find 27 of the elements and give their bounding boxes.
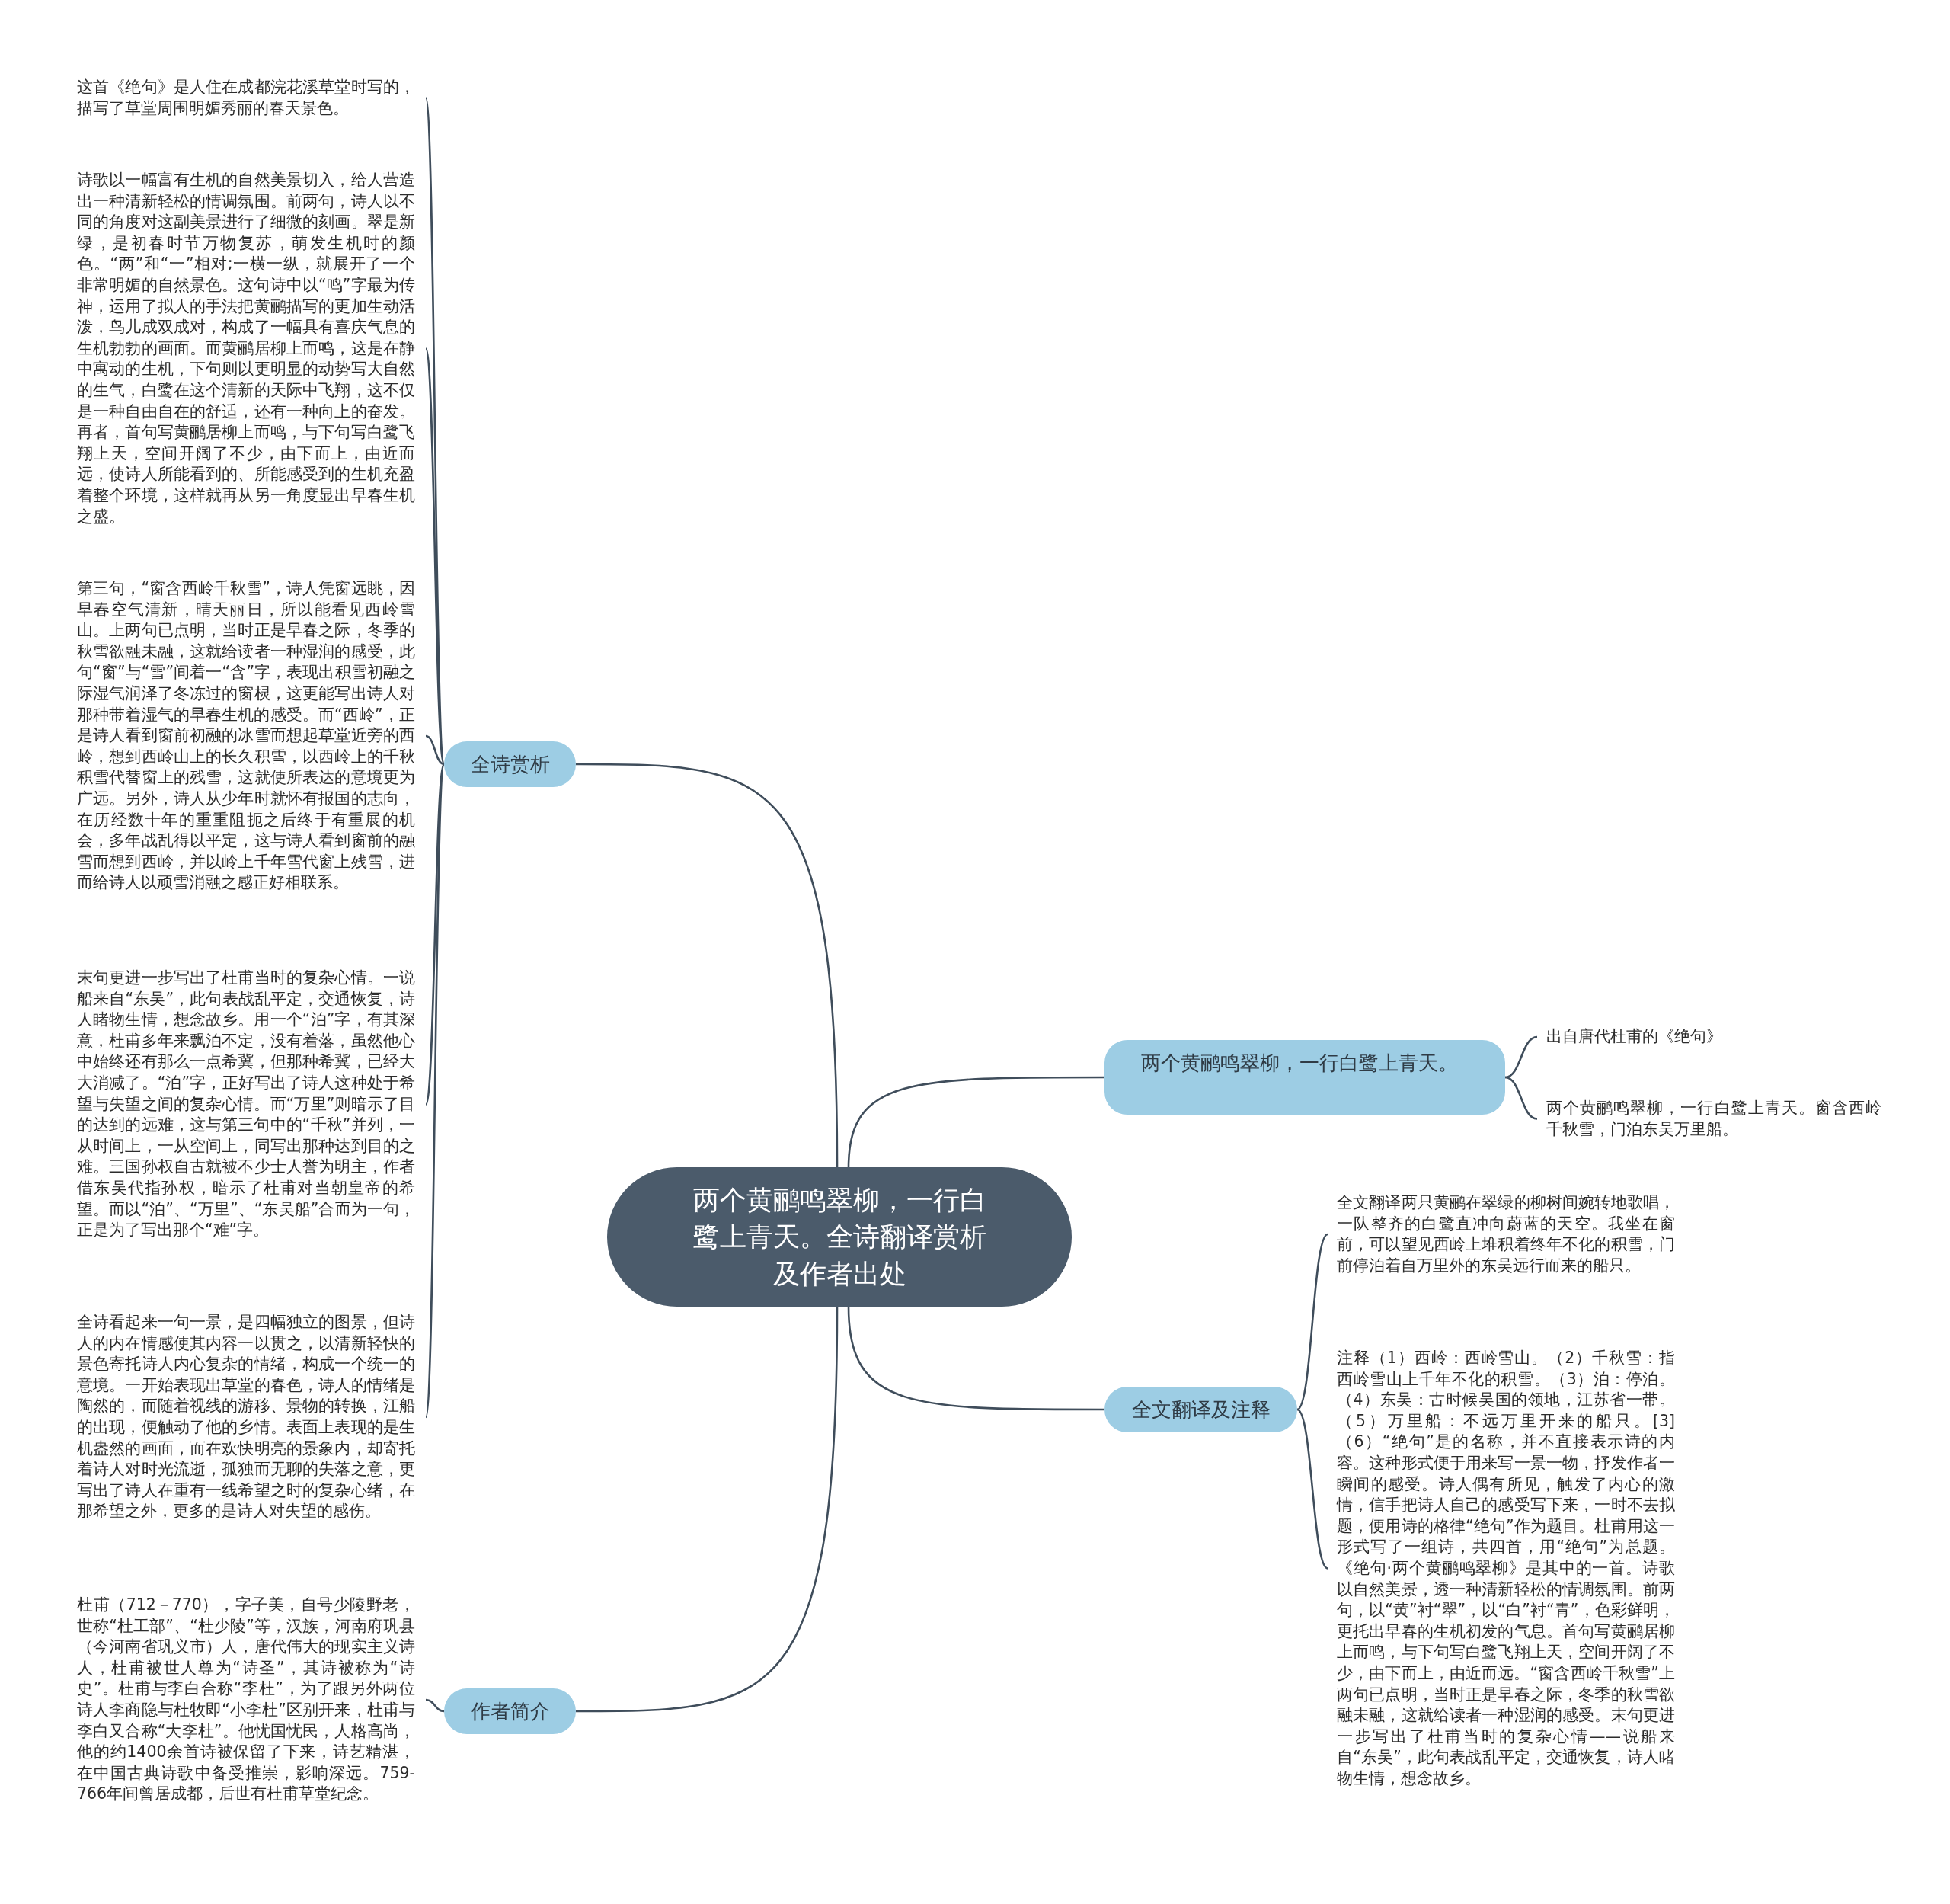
branch-topic: 两个黄鹂鸣翠柳，一行白鹭上青天。 [1104,1040,1505,1115]
central-topic: 两个黄鹂鸣翠柳，一行白鹭上青天。全诗翻译赏析及作者出处 [607,1167,1072,1307]
branch-topic: 作者简介 [444,1688,576,1735]
connector-line [1296,1234,1328,1410]
connector-line [576,1307,839,1713]
note-text: 全诗看起来一句一景，是四幅独立的图景，但诗人的内在情感使其内容一以贯之，以清新轻快的景色寄托诗人内心复杂的情绪，构成一个统一的意境。一开始表现出草堂的春色，诗人的情绪是陶然的，而随着视线的游移、景物的转换，江船的出现，便触动了他的乡情。表面上表现的是生机盎然的画面，而在欢快明亮的景象内，却寄托着诗人对时光流逝，孤独而无聊的失落之意，更写出了诗人在重有一线希望之时的复杂心绪，在那希望之外，更多的是诗人对失望的感伤。 [77,1312,415,1522]
connector-line [1296,1409,1328,1570]
branch-topic: 全文翻译及注释 [1104,1387,1297,1433]
note-text: 两个黄鹂鸣翠柳，一行白鹭上青天。窗含西岭千秋雪，门泊东吴万里船。 [1546,1098,1881,1141]
note-text: 诗歌以一幅富有生机的自然美景切入，给人营造出一种清新轻松的情调氛围。前两句，诗人以不同的角度对这副美景进行了细微的刻画。翠是新绿，是初春时节万物复苏，萌发生机时的颜色。“两”和“一”相对;一横一纵，就展开了一个非常明媚的自然景色。这句诗中以“鸣”字最为传神，运用了拟人的手法把黄鹂描写的更加生动活泼，鸟儿成双成对，构成了一幅具有喜庆气息的生机勃勃的画面。而黄鹂居柳上而鸣，这是在静中寓动的生机，下句则以更明显的动势写大自然的生气，白鹭在这个清新的天际中飞翔，这不仅是一种自由自在的舒适，还有一种向上的奋发。再者，首句写黄鹂居柳上而鸣，与下句写白鹭飞翔上天，空间开阔了不少，由下而上，由近而远，使诗人所能看到的、所能感受到的生机充盈着整个环境，这样就再从另一角度显出早春生机之盛。 [77,170,415,528]
note-text: 这首《绝句》是人住在成都浣花溪草堂时写的，描写了草堂周围明媚秀丽的春天景色。 [77,77,415,120]
connector-line [424,763,446,1105]
note-text: 末句更进一步写出了杜甫当时的复杂心情。一说船来自“东吴”，此句表战乱平定，交通恢复，诗人睹物生情，想念故乡。用一个“泊”字，有其深意，杜甫多年来飘泊不定，没有着落，虽然他心中始终还有那么一点希冀，但那种希冀，已经大大消减了。“泊”字，正好写出了诗人这种处于希望与失望之间的复杂心情。而“万里”则暗示了目的达到的远难，这与第三句中的“千秋”并列，一从时间上，一从空间上，同写出那种达到目的之难。三国孙权自古就被不少士人誉为明主，作者借东吴代指孙权，暗示了杜甫对当朝皇帝的希望。而以“泊”、“万里”、“东吴船”合而为一句，正是为了写出那个“难”字。 [77,968,415,1241]
note-text: 出自唐代杜甫的《绝句》 [1546,1026,1866,1048]
connector-line [576,763,839,1167]
connector-line [425,734,445,766]
connector-line [847,1076,1104,1168]
connector-line [424,348,446,765]
note-text: 全文翻译两只黄鹂在翠绿的柳树间婉转地歌唱，一队整齐的白鹭直冲向蔚蓝的天空。我坐在窗前，可以望见西岭上堆积着终年不化的积雪，门前停泊着自万里外的东吴远行而来的船只。 [1337,1192,1675,1277]
connector-line [1504,1076,1538,1120]
branch-topic: 全诗赏析 [444,741,576,788]
note-text: 第三句，“窗含西岭千秋雪”，诗人凭窗远眺，因早春空气清新，晴天丽日，所以能看见西岭雪山。上两句已点明，当时正是早春之际，冬季的秋雪欲融未融，这就给读者一种湿润的感受，此句“窗”与“雪”间着一“含”字，表现出积雪初融之际湿气润泽了冬冻过的窗棂，这更能写出诗人对那种带着湿气的早春生机的感受。而“西岭”，正是诗人看到窗前初融的冰雪而想起草堂近旁的西岭，想到西岭山上的长久积雪，以西岭上的千秋积雪代替窗上的残雪，这就使所表达的意境更为广远。另外，诗人从少年时就怀有报国的志向，在历经数十年的重重阻扼之后终于有重展的机会，多年战乱得以平定，这与诗人看到窗前的融雪而想到西岭，并以岭上千年雪代窗上残雪，进而给诗人以顽雪消融之感正好相联系。 [77,578,415,894]
note-text: 杜甫（712－770），字子美，自号少陵野老，世称“杜工部”、“杜少陵”等，汉族，河南府巩县（今河南省巩义市）人，唐代伟大的现实主义诗人，杜甫被世人尊为“诗圣”，其诗被称为“诗史”。杜甫与李白合称“李杜”，为了跟另外两位诗人李商隐与杜牧即“小李杜”区别开来，杜甫与李白又合称“大李杜”。他忧国忧民，人格高尚，他的约1400余首诗被保留了下来，诗艺精湛，在中国古典诗歌中备受推崇，影响深远。759-766年间曾居成都，后世有杜甫草堂纪念。 [77,1595,415,1805]
note-text: 注释（1）西岭：西岭雪山。（2）千秋雪：指西岭雪山上千年不化的积雪。（3）泊：停泊。（4）东吴：古时候吴国的领地，江苏省一带。（5）万里船：不远万里开来的船只。[3]（6）“绝句”是的名称，并不直接表示诗的内容。这种形式便于用来写一景一物，抒发作者一瞬间的感受。诗人偶有所见，触发了内心的激情，信手把诗人自己的感受写下来，一时不去拟题，便用诗的格律“绝句”作为题目。杜甫用这一形式写了一组诗，共四首，用“绝句”为总题。《绝句·两个黄鹂鸣翠柳》是其中的一首。诗歌以自然美景，透一种清新轻松的情调氛围。前两句，以“黄”衬“翠”，以“白”衬“青”，色彩鲜明，更托出早春的生机初发的气息。首句写黄鹂居柳上而鸣，与下句写白鹭飞翔上天，空间开阔了不少，由下而上，由近而远。“窗含西岭千秋雪”上两句已点明，当时正是早春之际，冬季的秋雪欲融未融，这就给读者一种湿润的感受。末句更进一步写出了杜甫当时的复杂心情——说船来自“东吴”，此句表战乱平定，交通恢复，诗人睹物生情，想念故乡。 [1337,1348,1675,1790]
connector-line [847,1306,1104,1411]
connector-line [1504,1035,1538,1079]
connector-line [425,1698,445,1713]
